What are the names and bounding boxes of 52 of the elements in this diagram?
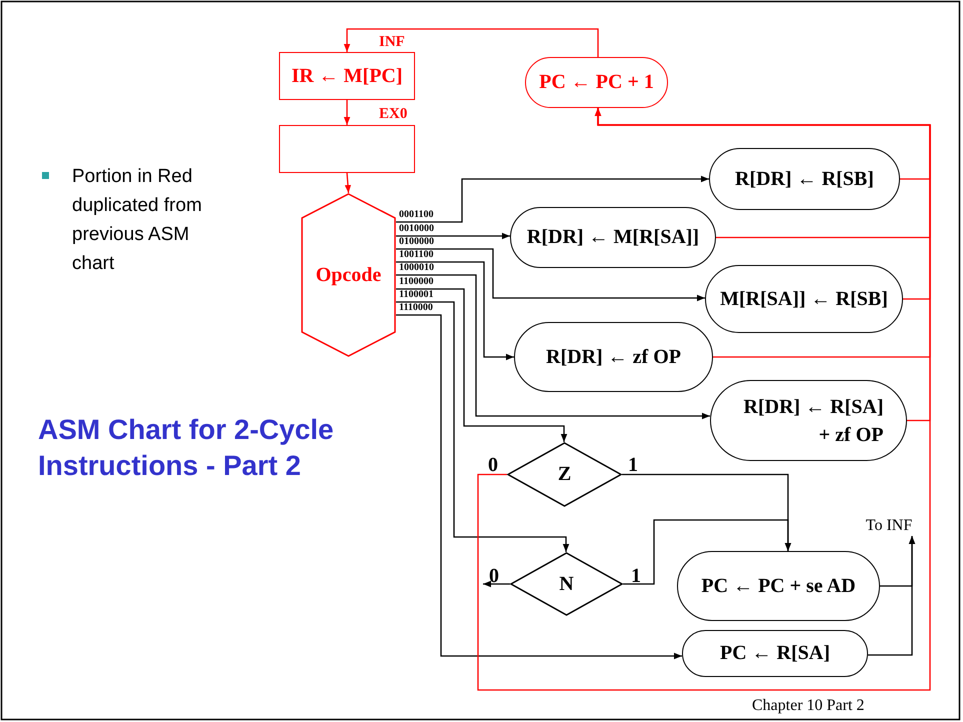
- operation-text: IR ← M[PC]: [291, 64, 403, 88]
- state-box: [279, 125, 415, 173]
- decision-diamond: [510, 552, 623, 616]
- slide-title: ASM Chart for 2-Cycle Instructions - Part 2: [38, 413, 335, 483]
- arrow: [344, 172, 352, 194]
- arrow: [396, 261, 514, 360]
- state-name: INF: [379, 34, 405, 51]
- branch-label: 1: [628, 455, 638, 475]
- branch-label: 1: [631, 566, 641, 586]
- arrow: [344, 28, 599, 57]
- decision-diamond: [507, 442, 622, 507]
- opcode-label: 1100001: [399, 290, 434, 300]
- opcode-label: 1100000: [399, 277, 434, 287]
- decision-hexagon: [301, 193, 396, 357]
- state-box: [279, 52, 415, 100]
- conditional-output-box: [682, 630, 868, 677]
- arrow: [396, 301, 570, 552]
- opcode-label: 0001100: [399, 210, 434, 220]
- arrow: [396, 274, 710, 420]
- state-name: EX0: [379, 106, 408, 123]
- arrow: [396, 232, 510, 240]
- operation-text: Opcode: [316, 264, 382, 286]
- bullet-text: Portion in Red duplicated from previous ASM chart: [72, 165, 203, 276]
- opcode-label: 0100000: [399, 237, 434, 247]
- operation-text: N: [559, 572, 574, 596]
- footer-text: Chapter 10 Part 2: [752, 696, 866, 716]
- target-label: To INF: [866, 517, 912, 535]
- opcode-label: 0010000: [399, 224, 434, 234]
- operation-text: R[DR] ← zf OP: [546, 346, 681, 368]
- arrow: [868, 536, 916, 656]
- arrow: [396, 248, 705, 302]
- opcode-label: 1001100: [399, 250, 434, 260]
- arrow: [477, 108, 931, 691]
- operation-text: Z: [558, 463, 572, 486]
- operation-text: PC ← PC + se AD: [701, 574, 856, 598]
- branch-label: 0: [489, 566, 499, 586]
- opcode-label: 1000010: [399, 263, 434, 273]
- arrow: [396, 176, 709, 223]
- opcode-label: 1110000: [399, 303, 433, 313]
- arrow: [344, 100, 350, 125]
- arrow: [623, 519, 792, 585]
- operation-text: M[R[SA]] ← R[SB]: [720, 288, 888, 310]
- arrow: [483, 580, 510, 588]
- branch-label: 0: [488, 455, 498, 475]
- arrow: [396, 288, 568, 442]
- operation-text: R[DR] ← R[SA] + zf OP: [742, 394, 884, 448]
- operation-text: R[DR] ← M[R[SA]]: [526, 226, 700, 249]
- operation-text: R[DR] ← R[SB]: [735, 168, 874, 190]
- arrow: [396, 314, 682, 660]
- operation-text: PC ← R[SA]: [720, 642, 830, 665]
- operation-text: PC ← PC + 1: [539, 71, 654, 94]
- conditional-output-box: [525, 57, 668, 108]
